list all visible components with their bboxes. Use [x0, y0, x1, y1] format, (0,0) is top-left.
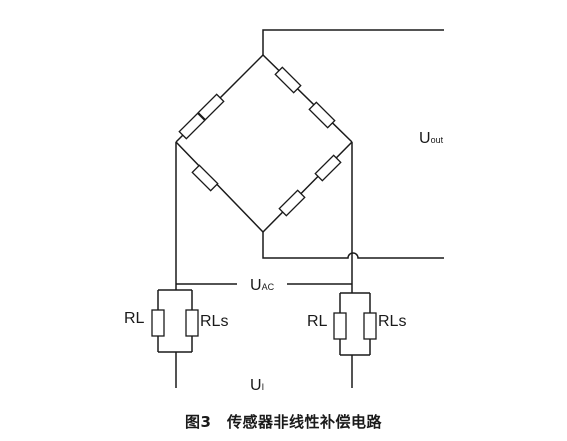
output-lead-top: [262, 29, 444, 55]
figure-caption: 图3 传感器非线性补偿电路: [185, 413, 382, 431]
bridge-resistor-tr-inner: [308, 101, 336, 129]
label-right-rl: RL: [307, 313, 328, 330]
bridge-edge-top-right: [262, 54, 353, 143]
bridge-resistor-br-upper: [314, 154, 342, 182]
label-left-rls: RLs: [200, 313, 229, 330]
right-resistor-rls: [363, 312, 377, 340]
bridge-edge-bottom-right: [262, 141, 353, 233]
bridge-resistor-tl-outer: [197, 93, 225, 121]
label-left-rl: RL: [124, 310, 145, 327]
left-resistor-rl: [151, 309, 165, 337]
right-parallel-network: [333, 292, 377, 388]
label-uac: UAC: [250, 277, 275, 294]
label-uout: Uout: [419, 130, 444, 147]
label-ui: UI: [250, 377, 265, 394]
bridge-edge-bottom-left: [175, 141, 264, 233]
right-resistor-rl: [333, 312, 347, 340]
bridge-resistor-br-lower: [278, 189, 306, 217]
left-resistor-rls: [185, 309, 199, 337]
output-lead-bottom: [262, 232, 444, 259]
bridge-resistor-tl-inner: [178, 112, 206, 140]
bridge-resistor-tr-outer: [274, 66, 302, 94]
bridge-resistor-bl: [191, 164, 219, 192]
left-parallel-network: [151, 289, 199, 388]
label-right-rls: RLs: [378, 313, 407, 330]
